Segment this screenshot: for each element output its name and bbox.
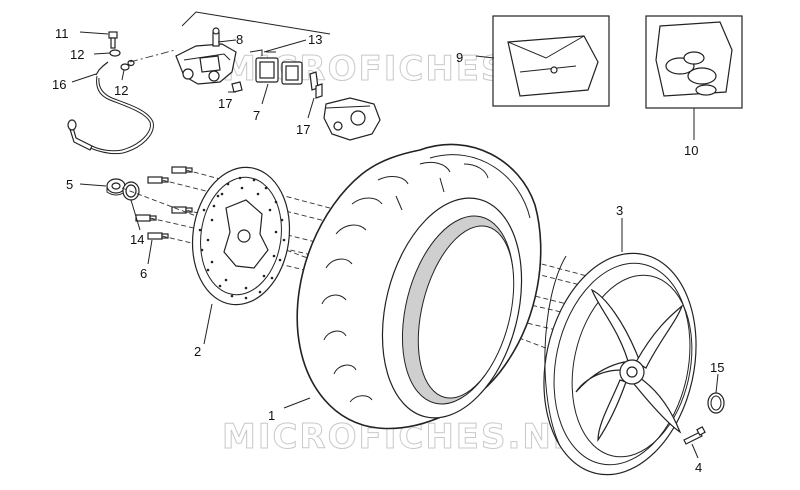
callout-12-lower: 12 — [114, 83, 128, 98]
repair-kit-box-pads — [492, 15, 610, 107]
leader-lines — [71, 31, 719, 459]
callout-2: 2 — [194, 344, 201, 359]
callout-15: 15 — [710, 360, 724, 375]
axis-line-bleed — [129, 49, 176, 63]
tyre-valve — [683, 426, 706, 445]
brake-pad-set — [249, 49, 303, 85]
brake-caliper-lower — [323, 97, 381, 141]
banjo-bolt — [108, 31, 118, 49]
disc-bolt-set — [135, 166, 193, 240]
callout-17-right: 17 — [296, 122, 310, 137]
callout-4: 4 — [695, 460, 702, 475]
brake-hose — [67, 61, 154, 155]
callout-1: 1 — [268, 408, 275, 423]
callout-11: 11 — [55, 26, 69, 41]
repair-kit-box-seals — [645, 15, 743, 109]
callout-6: 6 — [140, 266, 147, 281]
brake-disc — [191, 166, 291, 306]
rear-tyre — [296, 143, 542, 430]
rear-wheel-rim — [543, 252, 697, 476]
callout-7: 7 — [253, 108, 260, 123]
callout-8: 8 — [236, 32, 243, 47]
callout-5: 5 — [66, 177, 73, 192]
kit-bracket-line — [181, 11, 331, 35]
washer-upper — [109, 49, 121, 57]
callout-13: 13 — [308, 32, 322, 47]
callout-14: 14 — [130, 232, 144, 247]
washer-lower — [120, 59, 135, 71]
rim-oring — [707, 392, 725, 414]
callout-17-left: 17 — [218, 96, 232, 111]
pad-spring-clip-a — [231, 81, 243, 93]
brake-caliper-upper — [175, 27, 237, 85]
callout-9: 9 — [456, 50, 463, 65]
pad-spring-clip-c — [315, 83, 323, 99]
callout-12-upper: 12 — [70, 47, 84, 62]
wheel-spacer — [106, 178, 126, 196]
callout-10: 10 — [684, 143, 698, 158]
callout-16: 16 — [52, 77, 66, 92]
callout-3: 3 — [616, 203, 623, 218]
